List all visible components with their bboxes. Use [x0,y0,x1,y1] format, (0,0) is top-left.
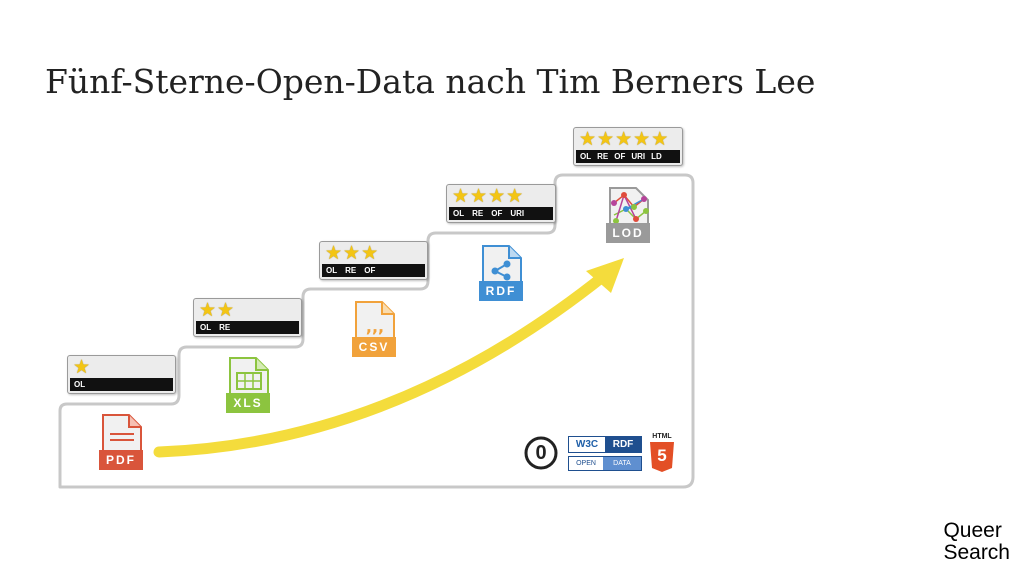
format-label: XLS [233,396,263,410]
stars: ★ ★ ★ [325,244,378,263]
html5-logo: HTML 5 [648,433,676,473]
star-badge-4: ★ ★ ★ ★ OL RE OF URI [446,184,556,223]
rdf-file-icon: RDF [477,243,525,303]
stars: ★ [73,358,90,377]
stars: ★ ★ [199,301,234,320]
star-icon: ★ [597,129,615,150]
star-icon: ★ [615,129,633,150]
star-badge-1: ★ OL [67,355,176,394]
cc-zero-logo: 0 [524,436,558,470]
criteria-code: RE [345,266,357,275]
w3c-rdf-logo: W3C RDF [568,436,642,453]
html5-number: 5 [657,446,667,465]
criteria-code: OL [453,209,465,218]
criteria-code: OF [614,152,626,161]
star-icon: ★ [470,186,488,207]
slide-title: Fünf-Sterne-Open-Data nach Tim Berners L… [45,62,816,101]
open-data-logo: OPEN DATA [568,456,642,471]
criteria-codes: OL RE OF [322,264,425,277]
criteria-code: RE [219,323,231,332]
star-icon: ★ [633,129,651,150]
rdf-logo-text: RDF [605,437,641,452]
footer-line-1: Queer [943,519,1002,542]
star-icon: ★ [73,357,91,378]
criteria-code: URI [631,152,646,161]
star-icon: ★ [651,129,669,150]
queer-search-logo: Queer Search [943,520,1010,564]
star-icon: ★ [361,243,379,264]
cc-zero-text: 0 [535,442,547,464]
criteria-codes: OL [70,378,173,391]
format-label: PDF [106,453,136,467]
star-icon: ★ [488,186,506,207]
star-badge-3: ★ ★ ★ OL RE OF [319,241,428,280]
data-text: DATA [603,457,641,470]
criteria-code: OL [200,323,212,332]
criteria-code: OL [580,152,592,161]
criteria-code: OL [326,266,338,275]
star-badge-5: ★ ★ ★ ★ ★ OL RE OF URI LD [573,127,683,166]
star-icon: ★ [452,186,470,207]
lod-file-icon: LOD [604,185,652,245]
criteria-codes: OL RE [196,321,299,334]
star-icon: ★ [325,243,343,264]
html5-label: HTML [652,433,672,440]
svg-text:,,,: ,,, [366,317,384,336]
criteria-code: OF [491,209,503,218]
criteria-codes: OL RE OF URI LD [576,150,680,163]
stars: ★ ★ ★ ★ ★ [579,130,668,149]
pdf-file-icon: PDF [97,412,145,472]
criteria-code: OL [74,380,86,389]
footer-line-2: Search [943,541,1010,564]
criteria-code: LD [651,152,662,161]
criteria-code: RE [597,152,609,161]
star-icon: ★ [343,243,361,264]
star-icon: ★ [579,129,597,150]
criteria-code: RE [472,209,484,218]
xls-file-icon: XLS [224,355,272,415]
format-label: RDF [485,284,517,298]
growth-arrow-head [586,258,624,293]
csv-file-icon: ,,, CSV [350,299,398,359]
format-label: LOD [612,226,644,240]
star-icon: ★ [199,300,217,321]
open-text: OPEN [569,457,603,470]
criteria-code: URI [510,209,525,218]
growth-arrow [153,269,611,458]
star-badge-2: ★ ★ OL RE [193,298,302,337]
criteria-code: OF [364,266,376,275]
star-icon: ★ [217,300,235,321]
criteria-codes: OL RE OF URI [449,207,553,220]
format-label: CSV [358,340,390,354]
w3c-text: W3C [569,437,605,452]
star-icon: ★ [506,186,524,207]
stars: ★ ★ ★ ★ [452,187,523,206]
five-star-diagram: ★ OL ★ ★ OL RE ★ ★ ★ OL RE OF ★ ★ ★ [55,125,700,493]
